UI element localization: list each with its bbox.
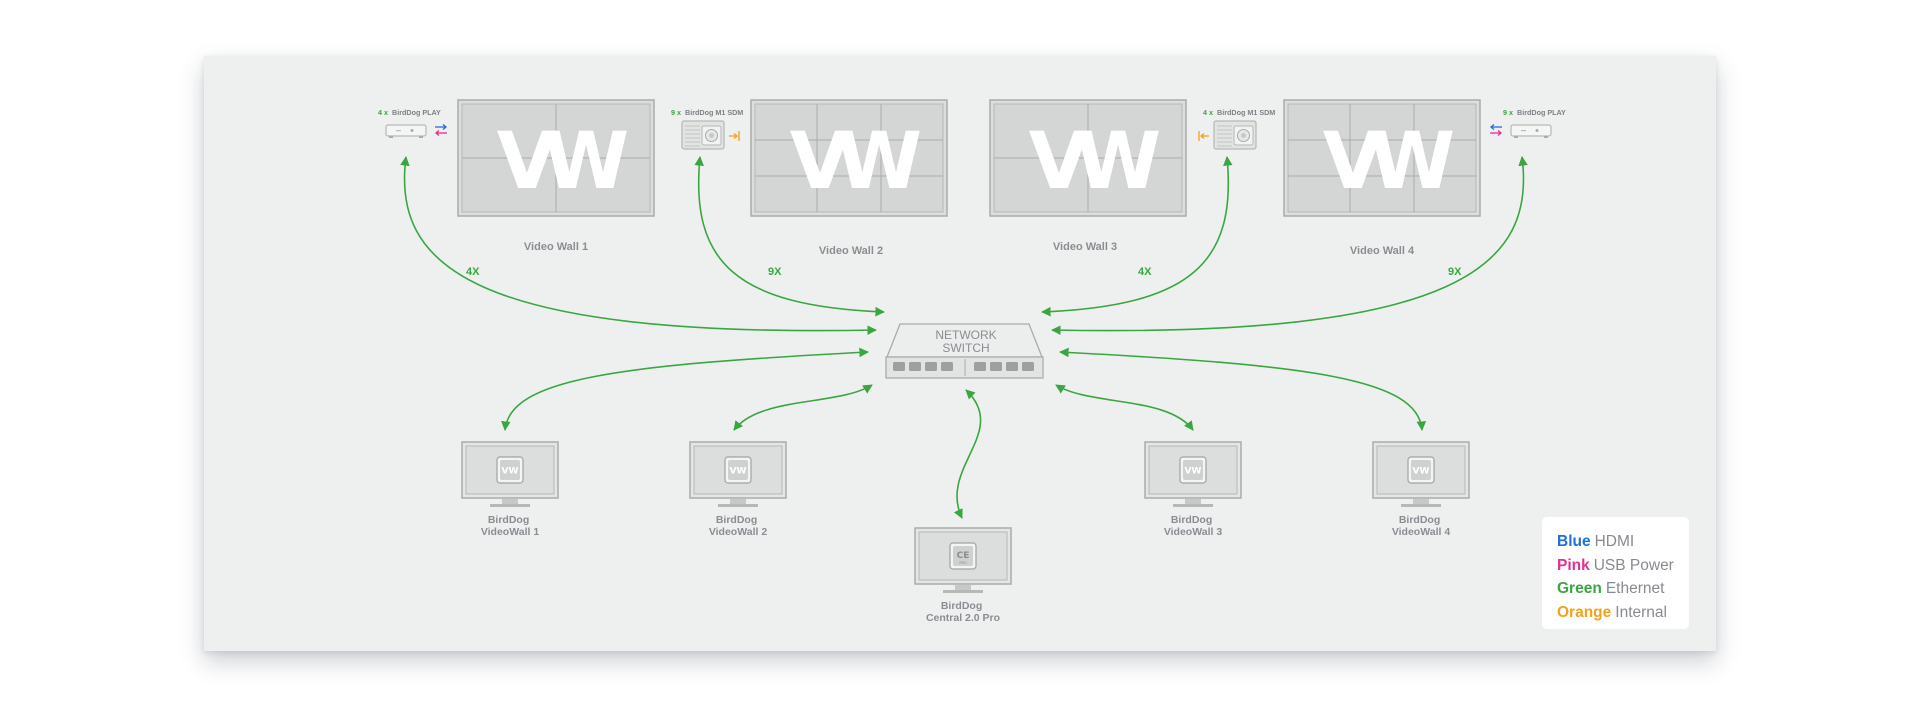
- link-monitor3: [1055, 384, 1194, 431]
- vw-logo-icon: VW: [790, 117, 920, 207]
- internal-arrow-icon: [729, 131, 740, 141]
- legend-label: Ethernet: [1605, 580, 1665, 597]
- link-wall4-devices: [1051, 156, 1528, 335]
- video-wall-2-label: Video Wall 2: [819, 245, 883, 257]
- hdmi-arrow-icon: [435, 124, 448, 130]
- svg-text:4 x BirdDog M1 SDM: 4 x BirdDog M1 SDM: [1203, 108, 1275, 117]
- link-monitor1: [501, 347, 869, 431]
- vw-screen-icon: VW: [1185, 467, 1202, 477]
- legend-label: USB Power: [1593, 556, 1674, 574]
- svg-text:BirdDog VideoWall 3: BirdDog VideoWall 3: [1164, 514, 1223, 538]
- monitor-3-label-line1: BirdDog: [1171, 514, 1212, 526]
- usb-power-arrow-icon: [1490, 130, 1503, 136]
- svg-text:4 x BirdDog PLAY: 4 x BirdDog PLAY: [378, 108, 441, 117]
- birddog-sdm-icon: [1213, 120, 1257, 150]
- video-wall-2: VW: [750, 99, 948, 217]
- central-screen-subtext: PRO: [959, 561, 967, 565]
- link-count-wall2: 9X: [768, 266, 782, 278]
- hdmi-arrow-icon: [1489, 124, 1502, 130]
- ethernet-ports: [893, 362, 1034, 371]
- vw-screen-icon: VW: [502, 467, 519, 477]
- device-count: 4 x: [1203, 108, 1213, 117]
- vw-logo-icon: VW: [1029, 117, 1159, 207]
- link-monitor4: [1059, 347, 1427, 431]
- birddog-play-icon: [1510, 124, 1552, 139]
- svg-text:BirdDog VideoWall 4: BirdDog VideoWall 4: [1392, 514, 1451, 538]
- switch-label-line1: NETWORK: [935, 328, 996, 342]
- central-label-line1: BirdDog: [941, 600, 982, 612]
- legend-label: HDMI: [1594, 533, 1635, 550]
- video-wall-3-label: Video Wall 3: [1053, 241, 1117, 253]
- video-wall-4: VW: [1283, 99, 1481, 217]
- link-count-wall1: 4X: [466, 266, 480, 278]
- monitor-2-label-line1: BirdDog: [716, 514, 757, 526]
- svg-text:BirdDog Central 2.0 Pro: BirdDog Central 2.0 Pro: [926, 600, 1000, 624]
- usb-power-arrow-icon: [434, 130, 447, 136]
- monitor-videowall-4: VW: [1372, 441, 1470, 508]
- link-wall1-devices: [400, 156, 877, 335]
- link-monitor2: [733, 384, 873, 431]
- legend-color-name: Orange: [1557, 603, 1612, 621]
- svg-text:9 x BirdDog PLAY: 9 x BirdDog PLAY: [1503, 108, 1566, 117]
- central-label-line2: Central 2.0 Pro: [926, 612, 1000, 624]
- ethernet-links: [400, 156, 1528, 519]
- vw-logo-icon: VW: [497, 117, 627, 207]
- vw-screen-icon: VW: [730, 467, 747, 477]
- monitor-4-label-line1: BirdDog: [1399, 514, 1440, 526]
- legend-color-name: Pink: [1557, 556, 1590, 574]
- legend-color-name: Blue: [1557, 533, 1591, 550]
- monitor-videowall-1: VW: [461, 441, 559, 508]
- legend-color-name: Green: [1557, 580, 1602, 597]
- monitor-videowall-2: VW: [689, 441, 787, 508]
- device-name: BirdDog PLAY: [392, 108, 441, 117]
- network-switch: NETWORK SWITCH: [885, 323, 1044, 379]
- link-count-wall4: 9X: [1448, 266, 1462, 278]
- link-count-wall3: 4X: [1138, 266, 1152, 278]
- vw-logo-icon: VW: [1323, 117, 1453, 207]
- device-group-3: 4 x BirdDog M1 SDM: [1198, 108, 1275, 150]
- device-group-1: 4 x BirdDog PLAY: [378, 108, 448, 139]
- legend-label: Internal: [1615, 603, 1667, 621]
- monitor-1-label-line2: VideoWall 1: [481, 526, 540, 538]
- svg-text:BirdDog VideoWall 2: BirdDog VideoWall 2: [709, 514, 768, 538]
- monitor-3-label-line2: VideoWall 3: [1164, 526, 1223, 538]
- monitor-videowall-3: VW: [1144, 441, 1242, 508]
- link-central: [953, 389, 982, 519]
- vw-screen-icon: VW: [1413, 467, 1430, 477]
- video-wall-1-label: Video Wall 1: [524, 241, 588, 253]
- monitor-central: CE PRO: [914, 527, 1012, 594]
- monitor-2-label-line2: VideoWall 2: [709, 526, 768, 538]
- svg-text:9 x BirdDog M1 SDM: 9 x BirdDog M1 SDM: [671, 108, 743, 117]
- link-wall2-devices: [694, 156, 885, 317]
- device-name: BirdDog PLAY: [1517, 108, 1566, 117]
- device-group-4: 9 x BirdDog PLAY: [1489, 108, 1566, 139]
- device-count: 9 x: [1503, 108, 1513, 117]
- monitor-1-label-line1: BirdDog: [488, 514, 529, 526]
- monitor-4-label-line2: VideoWall 4: [1392, 526, 1451, 538]
- central-screen-icon: CE: [957, 551, 970, 561]
- video-wall-3: VW: [989, 99, 1187, 217]
- device-group-2: 9 x BirdDog M1 SDM: [671, 108, 743, 150]
- internal-arrow-icon: [1198, 131, 1209, 141]
- switch-label-line2: SWITCH: [942, 341, 989, 355]
- device-name: BirdDog M1 SDM: [1217, 108, 1275, 117]
- birddog-play-icon: [385, 124, 427, 139]
- video-wall-1: VW: [457, 99, 655, 217]
- device-count: 9 x: [671, 108, 681, 117]
- birddog-sdm-icon: [681, 120, 725, 150]
- video-wall-4-label: Video Wall 4: [1350, 245, 1415, 257]
- device-name: BirdDog M1 SDM: [685, 108, 743, 117]
- device-count: 4 x: [378, 108, 388, 117]
- svg-text:BirdDog VideoWall 1: BirdDog VideoWall 1: [481, 514, 540, 538]
